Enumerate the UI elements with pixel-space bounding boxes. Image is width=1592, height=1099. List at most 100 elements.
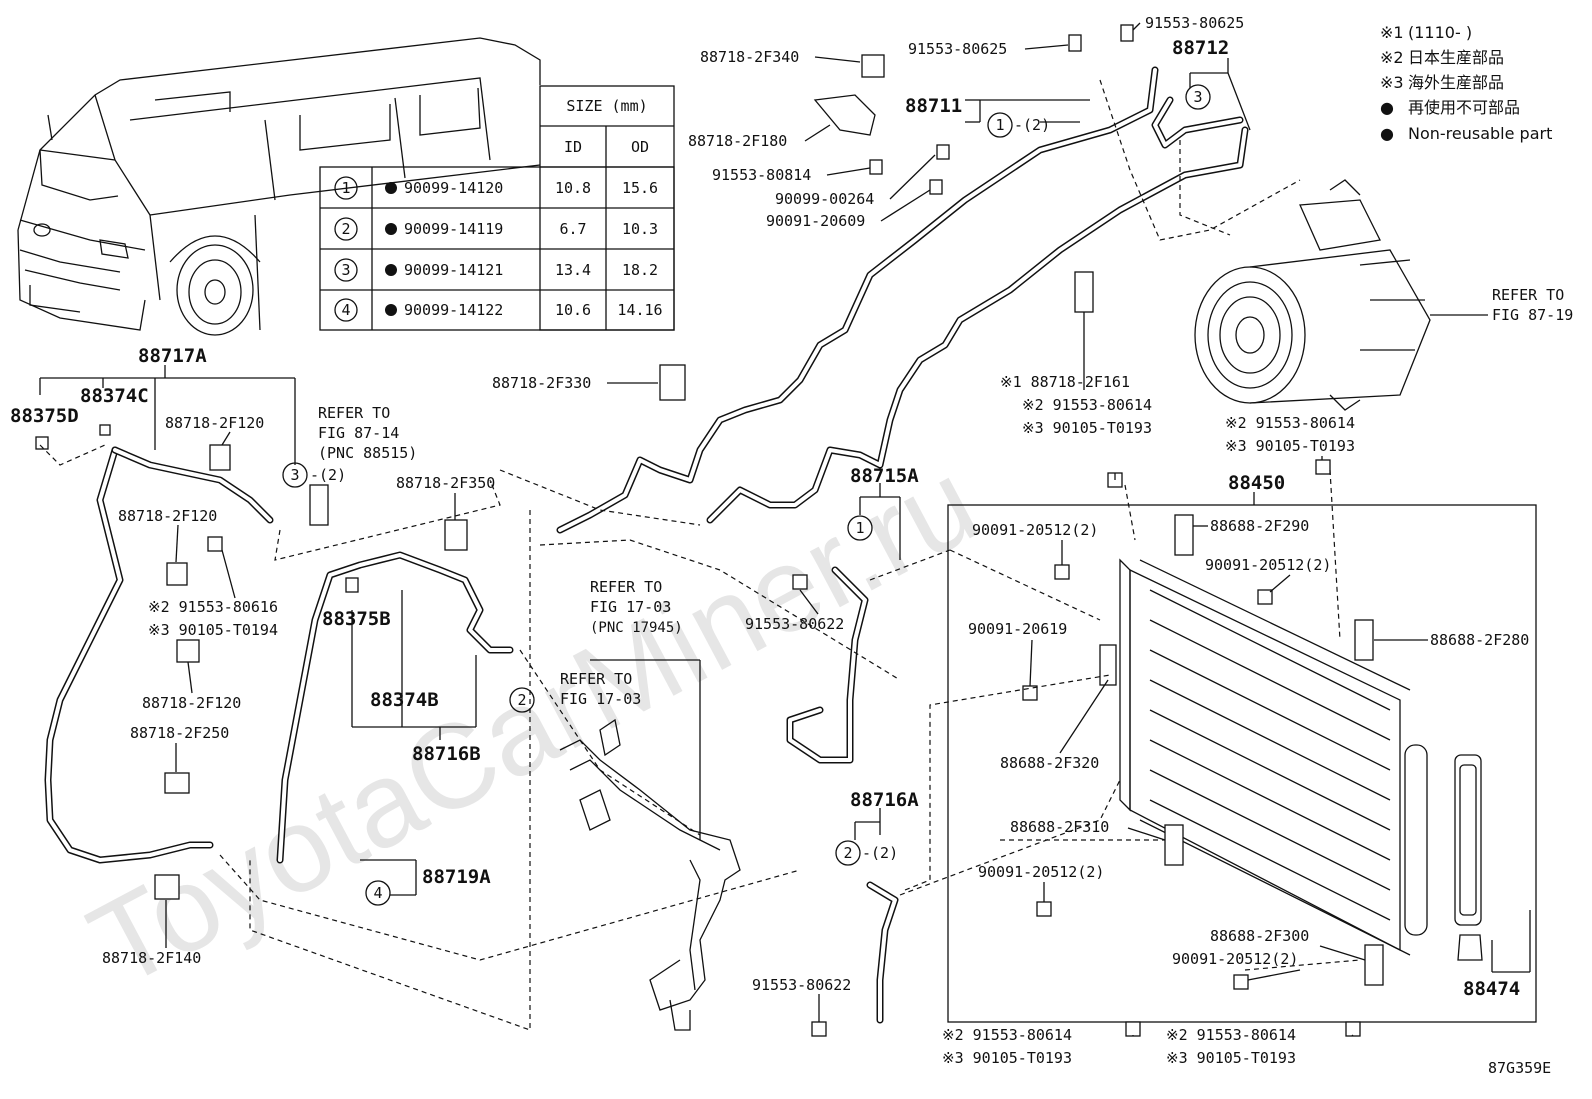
o-ring-callout-2: 2 -(2) xyxy=(835,840,898,866)
note-1-mark: ※1 xyxy=(1380,23,1404,42)
col-od-header: OD xyxy=(631,138,649,156)
o-ring-callout-3: 3 xyxy=(1185,84,1211,110)
svg-text:90099-14122: 90099-14122 xyxy=(404,301,503,319)
part-label: 88688-2F290 xyxy=(1210,517,1309,535)
ref-fig-87-19-line2: FIG 87-19 xyxy=(1492,306,1573,324)
condenser-illustration xyxy=(1119,558,1483,961)
svg-text:90099-14119: 90099-14119 xyxy=(404,220,503,238)
part-labels: 88718-2F340 91553-80625 91553-80625 8871… xyxy=(102,14,1529,1067)
group-labels: 88717A 88712 88711 88715A 88716A 88716B … xyxy=(10,37,1520,1000)
part-label: ※2 91553-80614 xyxy=(1166,1026,1296,1044)
ref-fig-17-03b-line2: FIG 17-03 xyxy=(560,690,641,708)
note-4-mark: ● xyxy=(1380,98,1394,117)
small-parts xyxy=(35,24,1384,1037)
svg-text:13.4: 13.4 xyxy=(555,261,591,279)
o-ring-callout-2: 2 xyxy=(509,687,535,713)
part-label: 90091-20512(2) xyxy=(972,521,1098,539)
non-reusable-dot-icon xyxy=(385,223,397,235)
note-5-mark: ● xyxy=(1380,124,1394,143)
label-88719A: 88719A xyxy=(422,866,491,888)
part-label: 88718-2F180 xyxy=(688,132,787,150)
col-id-header: ID xyxy=(564,138,582,156)
table-row: 3 90099-14121 13.4 18.2 xyxy=(334,258,658,282)
part-label: 88688-2F280 xyxy=(1430,631,1529,649)
svg-text:14.16: 14.16 xyxy=(617,301,662,319)
svg-text:2: 2 xyxy=(517,691,526,709)
ref-fig-17-03a-line2: FIG 17-03 xyxy=(590,598,671,616)
part-label: 91553-80622 xyxy=(745,615,844,633)
part-label: 91553-80622 xyxy=(752,976,851,994)
part-label: 91553-80625 xyxy=(908,40,1007,58)
label-88716A: 88716A xyxy=(850,789,919,811)
ref-fig-87-14-line3: (PNC 88515) xyxy=(318,444,417,462)
svg-text:1: 1 xyxy=(855,519,864,537)
svg-text:1: 1 xyxy=(341,179,350,197)
pipes xyxy=(44,66,1249,1024)
svg-text:90099-14120: 90099-14120 xyxy=(404,179,503,197)
label-88375D: 88375D xyxy=(10,405,79,427)
svg-text:3: 3 xyxy=(1193,88,1202,106)
part-label: 88718-2F250 xyxy=(130,724,229,742)
note-5-text: Non-reusable part xyxy=(1408,124,1552,143)
table-row: 1 90099-14120 10.8 15.6 xyxy=(334,176,658,200)
o-ring-callout-1: 1 xyxy=(847,515,873,541)
part-label: ※3 90105-T0194 xyxy=(148,621,278,639)
condenser-box xyxy=(947,504,1537,1023)
label-88716B: 88716B xyxy=(412,743,481,765)
label-leaders xyxy=(165,22,1428,1037)
svg-text:2: 2 xyxy=(341,220,350,238)
dashed-leaders xyxy=(39,79,1361,1031)
part-label: ※1 88718-2F161 xyxy=(1000,373,1130,391)
svg-text:2: 2 xyxy=(843,844,852,862)
o-ring-callout-4: 4 xyxy=(365,880,391,906)
part-label: 88718-2F340 xyxy=(700,48,799,66)
table-row: 2 90099-14119 6.7 10.3 xyxy=(334,217,658,241)
part-label: 90091-20512(2) xyxy=(1205,556,1331,574)
part-label: ※2 91553-80614 xyxy=(942,1026,1072,1044)
part-label: ※3 90105-T0193 xyxy=(942,1049,1072,1067)
svg-text:6.7: 6.7 xyxy=(559,220,586,238)
o-ring-callout-1: 1 -(2) xyxy=(987,112,1050,138)
part-label: 88718-2F120 xyxy=(165,414,264,432)
ref-fig-87-14-line1: REFER TO xyxy=(318,404,390,422)
part-label: 90099-00264 xyxy=(775,190,874,208)
pipe-bracket-rail xyxy=(559,718,741,1031)
compressor-illustration xyxy=(1194,179,1431,411)
label-88374B: 88374B xyxy=(370,689,439,711)
part-label: ※2 91553-80614 xyxy=(1225,414,1355,432)
label-88374C: 88374C xyxy=(80,385,149,407)
ref-fig-17-03b-line1: REFER TO xyxy=(560,670,632,688)
non-reusable-dot-icon xyxy=(385,264,397,276)
non-reusable-dot-icon xyxy=(385,304,397,316)
part-label: ※3 90105-T0193 xyxy=(1166,1049,1296,1067)
label-88711: 88711 xyxy=(905,95,962,117)
note-1-text: (1110- ) xyxy=(1408,23,1472,42)
svg-text:-(2): -(2) xyxy=(862,844,898,862)
part-label: 88718-2F350 xyxy=(396,474,495,492)
reference-labels: REFER TO FIG 87-19 REFER TO FIG 87-14 (P… xyxy=(318,286,1573,708)
svg-text:10.3: 10.3 xyxy=(622,220,658,238)
ref-fig-87-14-line2: FIG 87-14 xyxy=(318,424,399,442)
part-label: ※3 90105-T0193 xyxy=(1022,419,1152,437)
note-2-mark: ※2 xyxy=(1380,48,1404,67)
o-ring-size-table: SIZE (mm) ID OD 1 90099-14120 10.8 15.6 … xyxy=(319,85,675,331)
note-3-mark: ※3 xyxy=(1380,73,1404,92)
svg-text:4: 4 xyxy=(341,301,350,319)
note-4-text: 再使用不可部品 xyxy=(1408,98,1520,117)
non-reusable-dot-icon xyxy=(385,182,397,194)
svg-text:-(2): -(2) xyxy=(1014,116,1050,134)
group-brackets xyxy=(39,58,1531,973)
svg-text:4: 4 xyxy=(373,884,382,902)
part-label: 90091-20512(2) xyxy=(978,863,1104,881)
table-row: 4 90099-14122 10.6 14.16 xyxy=(334,298,663,322)
part-label: 88718-2F140 xyxy=(102,949,201,967)
note-3-text: 海外生産部品 xyxy=(1408,73,1504,92)
label-88375B: 88375B xyxy=(322,608,391,630)
figure-code: 87G359E xyxy=(1488,1059,1551,1077)
part-label: 91553-80625 xyxy=(1145,14,1244,32)
part-label: 90091-20619 xyxy=(968,620,1067,638)
label-88450: 88450 xyxy=(1228,472,1285,494)
part-label: 88718-2F330 xyxy=(492,374,591,392)
size-header: SIZE (mm) xyxy=(566,97,647,115)
